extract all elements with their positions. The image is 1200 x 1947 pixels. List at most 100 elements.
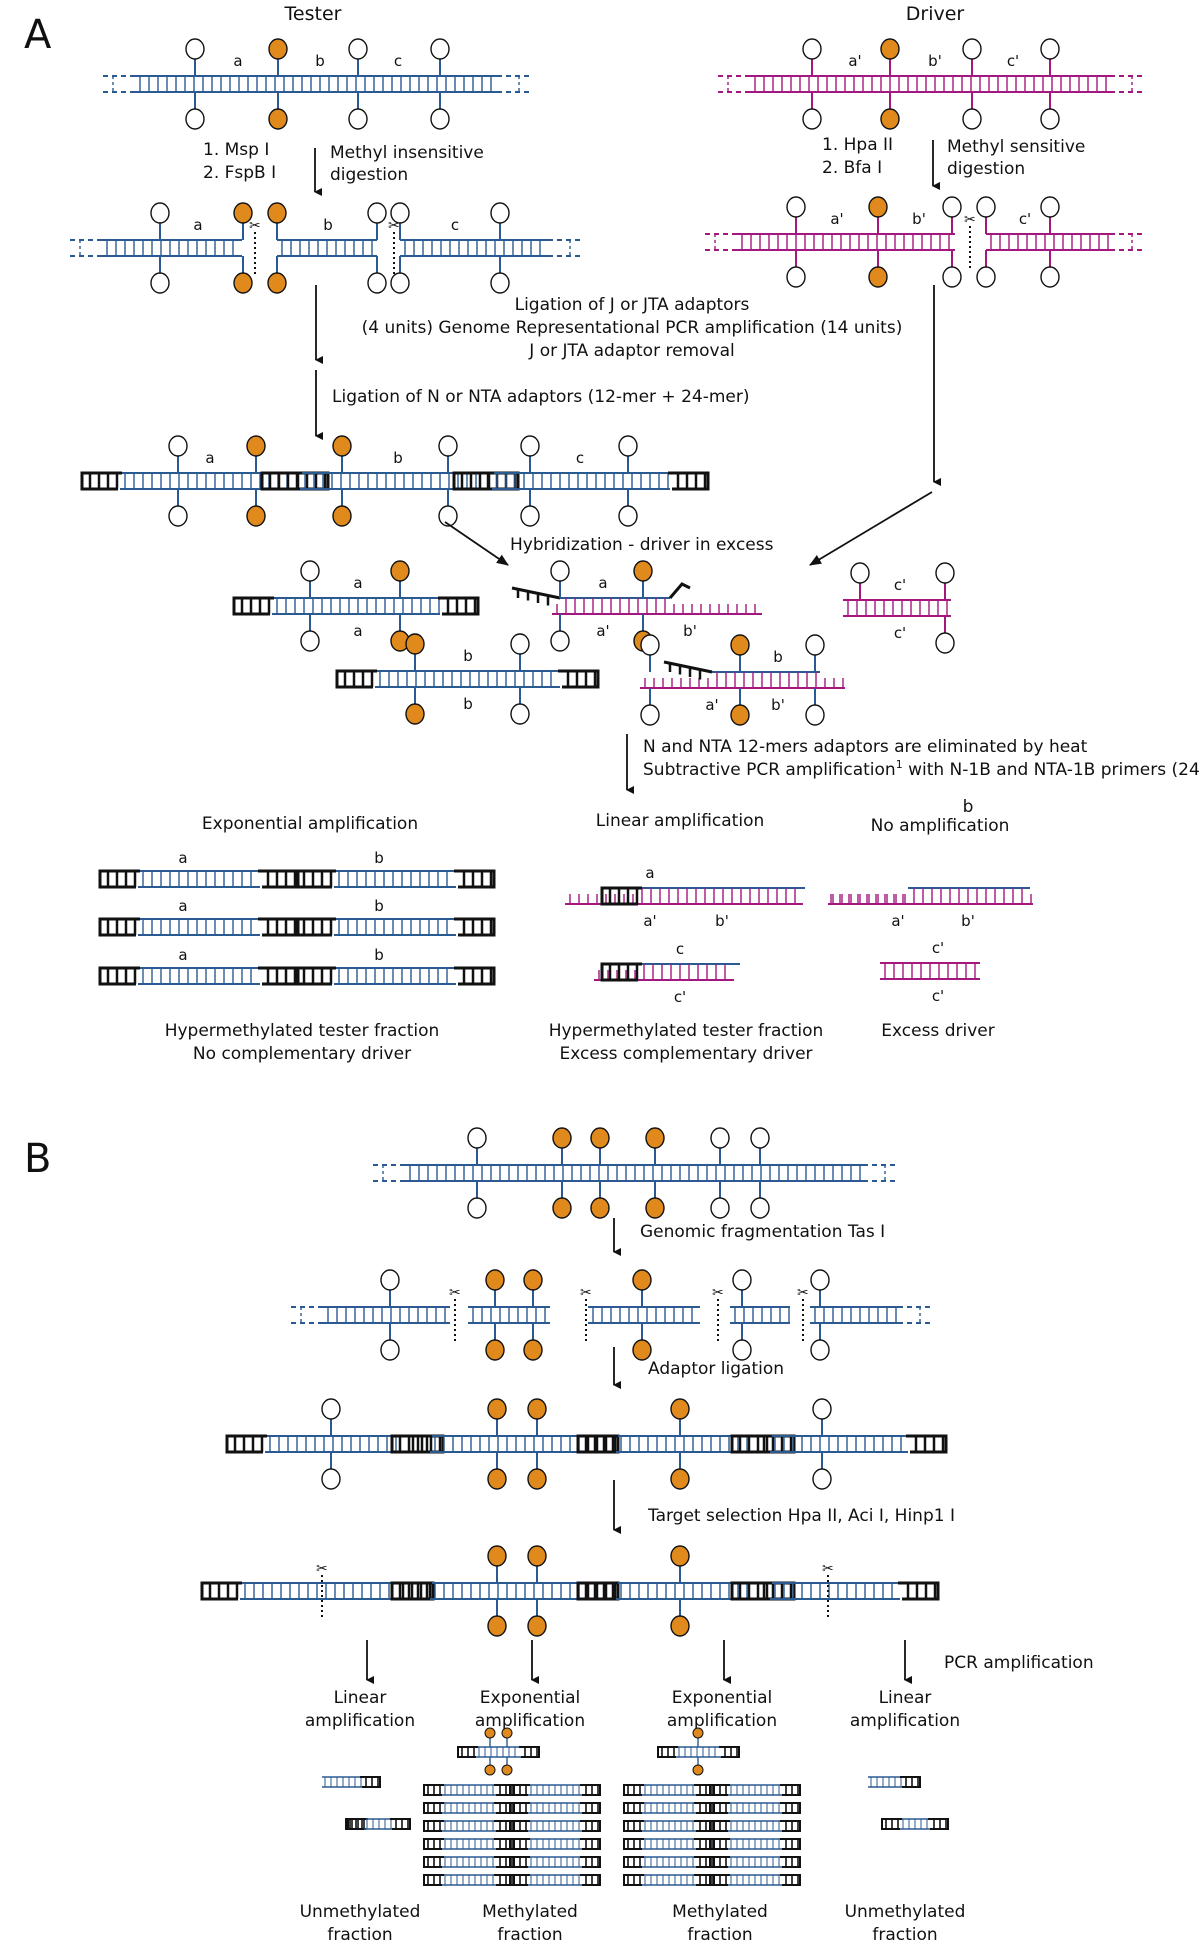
methylated-product xyxy=(509,1820,601,1832)
methylated-product xyxy=(709,1802,801,1814)
linear-products-right xyxy=(868,1776,949,1830)
methylated-cpg-icon xyxy=(485,1269,505,1291)
unmethylated-cpg-icon xyxy=(805,634,825,656)
adaptor-right xyxy=(360,1776,381,1788)
unmethylated-cpg-icon xyxy=(150,272,170,294)
exponential-product: b xyxy=(294,849,496,889)
exponential-3-b: amplification xyxy=(667,1711,777,1731)
methylated-cpg-icon xyxy=(670,1468,690,1490)
fragment-label: a' xyxy=(830,210,843,228)
arrow-tester-to-hybrid xyxy=(444,521,509,566)
unmethylated-cpg-icon xyxy=(805,704,825,726)
methylated-cpg-icon xyxy=(487,1615,507,1637)
unmethylated-cpg-icon xyxy=(490,202,510,224)
unmethylated-cpg-icon xyxy=(750,1127,770,1149)
methylated-cpg-icon xyxy=(868,196,888,218)
unmethylated-cpg-icon xyxy=(430,38,450,60)
fragment-label: b' xyxy=(928,52,942,70)
exponential-2-a: Exponential xyxy=(480,1688,581,1708)
unmethylated-cpg-icon xyxy=(976,266,996,288)
methylated-cpg-icon xyxy=(670,1545,690,1567)
fragment-label: b' xyxy=(912,210,926,228)
hybridization-label: Hybridization - driver in excess xyxy=(510,535,774,555)
unmethylated-cpg-icon xyxy=(732,1269,752,1291)
methylated-cpg-icon xyxy=(485,1339,505,1361)
adaptor-right xyxy=(780,1802,801,1814)
adaptor-right xyxy=(580,1838,601,1850)
unmethylated-cpg-icon xyxy=(510,633,530,655)
meth-caption-3-b: fraction xyxy=(687,1925,752,1945)
ligated-fragment-4 xyxy=(730,1398,948,1490)
scissors-icon: ✂ xyxy=(797,1285,809,1301)
fragment-label: a' xyxy=(596,622,609,640)
unmethylated-cpg-icon xyxy=(812,1468,832,1490)
fragment-b4: ✂ xyxy=(712,1269,790,1361)
fragment-b2 xyxy=(468,1269,550,1361)
methylated-product-top xyxy=(657,1727,740,1776)
unmethylated-cpg-icon xyxy=(168,435,188,457)
methylated-cpg-icon xyxy=(527,1468,547,1490)
unmeth-caption-4-b: fraction xyxy=(872,1925,937,1945)
adaptor-right xyxy=(780,1856,801,1868)
tester-digest-fragment-a: ✂a xyxy=(70,202,261,294)
tester-digestion-2: digestion xyxy=(330,165,408,185)
fragment-label: a xyxy=(598,574,607,592)
fragment-label: c' xyxy=(894,576,906,594)
fragment-label: a xyxy=(178,897,187,915)
panel-a-label: A xyxy=(24,12,52,58)
methylated-cpg-icon xyxy=(405,633,425,655)
unmethylated-cpg-icon xyxy=(185,108,205,130)
methylated-cpg-icon xyxy=(501,1764,513,1776)
methylated-cpg-icon xyxy=(501,1727,513,1739)
fragment-label: c xyxy=(394,52,402,70)
unmethylated-cpg-icon xyxy=(710,1197,730,1219)
fragment-label: b xyxy=(393,449,403,467)
unmethylated-cpg-icon xyxy=(976,196,996,218)
methylated-product xyxy=(623,1838,715,1850)
intact-methylated-3 xyxy=(576,1545,796,1637)
unmethylated-cpg-icon xyxy=(942,266,962,288)
unmethylated-cpg-icon xyxy=(1040,38,1060,60)
ligation-n-label: Ligation of N or NTA adaptors (12-mer + … xyxy=(332,387,750,407)
unmethylated-cpg-icon xyxy=(942,196,962,218)
tester-driver-hybrid-ab: aa'b' xyxy=(511,560,762,652)
unmethylated-cpg-icon xyxy=(732,1339,752,1361)
unmeth-caption-1-a: Unmethylated xyxy=(300,1902,421,1922)
unmethylated-cpg-icon xyxy=(550,560,570,582)
unmeth-caption-1-b: fraction xyxy=(327,1925,392,1945)
adaptor-right xyxy=(719,1746,740,1758)
unmethylated-cpg-icon xyxy=(935,562,955,584)
methylated-cpg-icon xyxy=(405,703,425,725)
unmethylated-cpg-icon xyxy=(367,272,387,294)
methylated-cpg-icon xyxy=(527,1398,547,1420)
methylated-cpg-icon xyxy=(527,1615,547,1637)
methylated-product xyxy=(423,1874,515,1886)
methylated-cpg-icon xyxy=(670,1398,690,1420)
fragment-label: c' xyxy=(1019,210,1031,228)
scissors-icon: ✂ xyxy=(249,218,261,234)
unmethylated-cpg-icon xyxy=(1040,108,1060,130)
methylated-cpg-icon xyxy=(645,1127,665,1149)
driver-title: Driver xyxy=(906,3,965,25)
genome-b xyxy=(373,1127,895,1219)
exponential-product: a xyxy=(98,897,300,937)
fragment-label: c' xyxy=(932,939,944,957)
meth-caption-3-a: Methylated xyxy=(672,1902,768,1922)
no-amp-fragment-label: b xyxy=(963,797,974,817)
unmethylated-cpg-icon xyxy=(810,1339,830,1361)
fragment-label: c' xyxy=(894,624,906,642)
unmethylated-cpg-icon xyxy=(640,634,660,656)
fragment-label: b' xyxy=(771,696,785,714)
unmethylated-cpg-icon xyxy=(810,1269,830,1291)
lin-caption-2: Excess complementary driver xyxy=(559,1044,812,1064)
tester-adapted-b: b xyxy=(260,435,520,527)
driver-enzyme-1: 1. Hpa II xyxy=(822,135,893,155)
meth-caption-2-a: Methylated xyxy=(482,1902,578,1922)
methylated-cpg-icon xyxy=(246,505,266,527)
methylated-product xyxy=(709,1784,801,1796)
no-amp-title: No amplification xyxy=(871,816,1010,836)
methylated-cpg-icon xyxy=(880,108,900,130)
arrow-driver-to-hybrid xyxy=(809,491,933,566)
unmethylated-cpg-icon xyxy=(390,202,410,224)
scissors-icon: ✂ xyxy=(822,1561,834,1577)
